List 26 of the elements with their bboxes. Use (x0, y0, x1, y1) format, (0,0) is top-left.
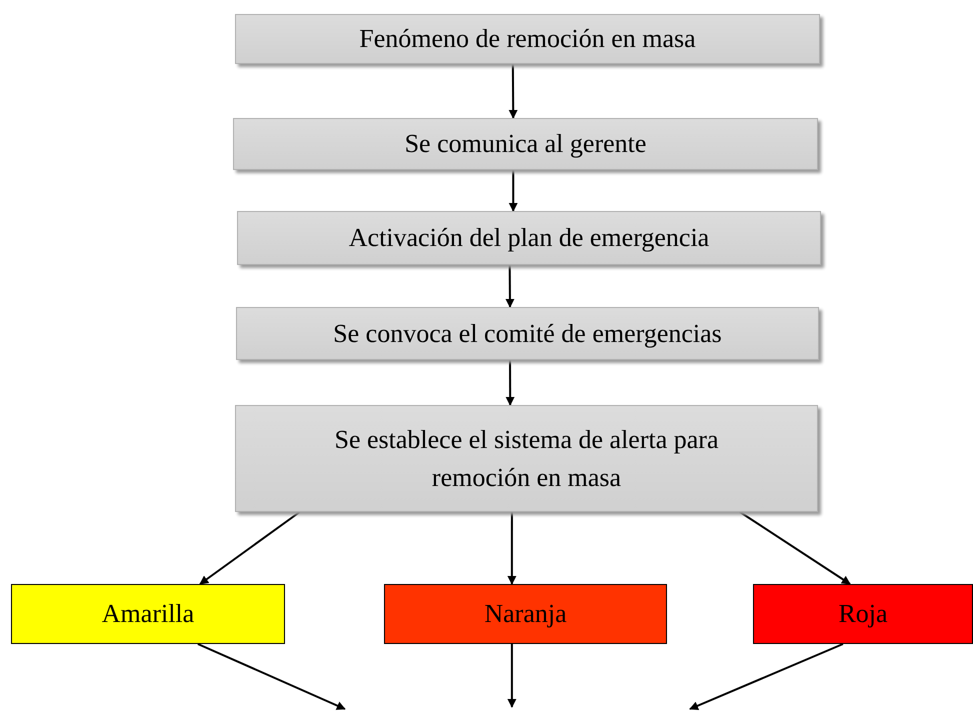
box-label: Activación del plan de emergencia (348, 222, 710, 254)
arrow (506, 360, 515, 406)
process-box (235, 405, 818, 512)
arrow (508, 64, 518, 119)
box-label: Se establece el sistema de alerta para remoción en masa (333, 424, 720, 494)
box-label: Se convoca el comité de emergencias (333, 318, 722, 350)
process-box (236, 307, 819, 360)
process-box (235, 14, 820, 64)
box-label: Roja (838, 598, 888, 630)
arrow (508, 170, 518, 212)
arrow (739, 511, 851, 585)
arrow (507, 512, 516, 585)
alert-level-box (11, 584, 285, 644)
alert-level-box (384, 584, 667, 644)
arrow (689, 643, 844, 710)
arrow (505, 265, 514, 308)
alert-level-box (753, 584, 973, 644)
arrow (197, 643, 346, 710)
box-label: Amarilla (102, 598, 194, 630)
box-label: Naranja (484, 598, 567, 630)
box-label: Se comunica al gerente (404, 128, 646, 160)
process-box (233, 118, 818, 170)
box-label: Fenómeno de remoción en masa (359, 23, 696, 56)
arrow (507, 644, 516, 708)
arrow (199, 511, 300, 585)
process-box (237, 211, 821, 265)
